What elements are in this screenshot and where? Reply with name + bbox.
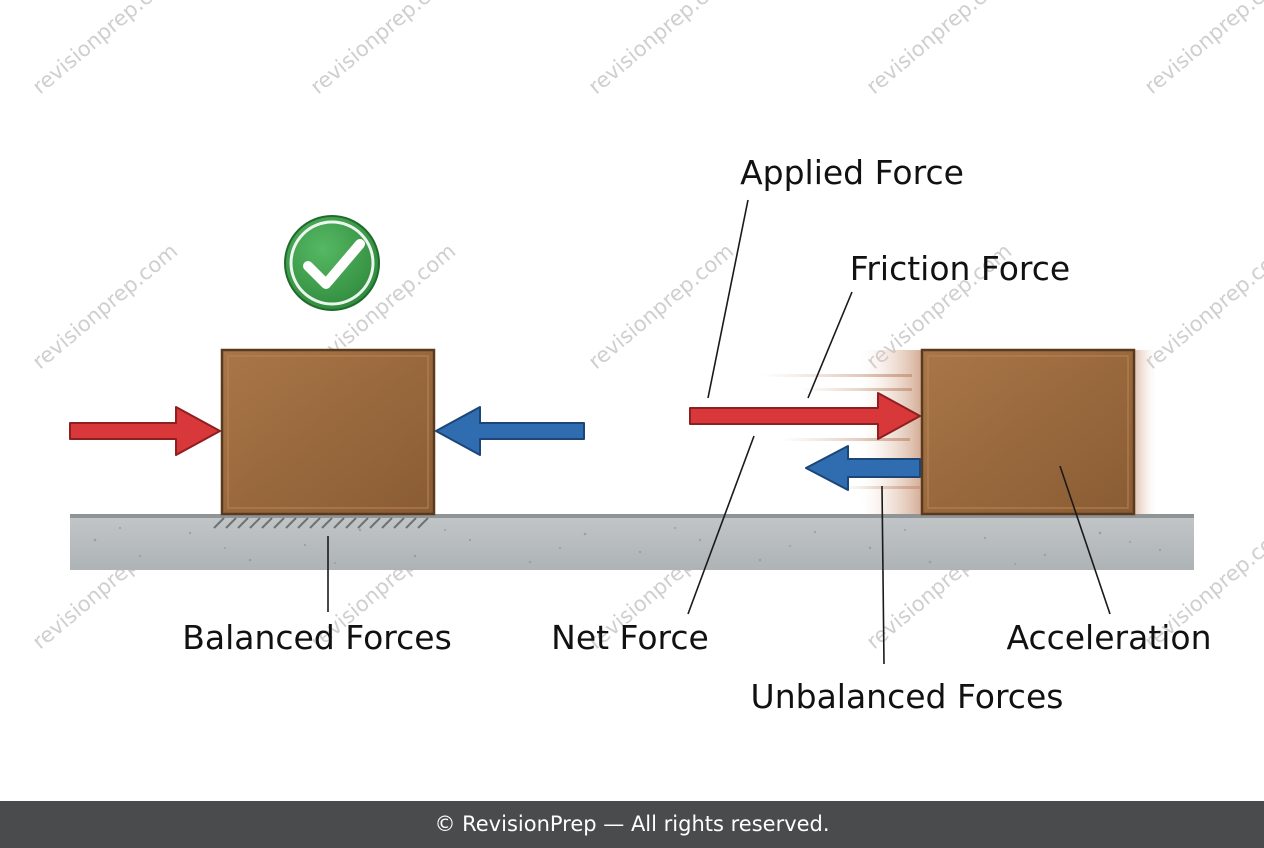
label-friction-force: Friction Force [850, 249, 1070, 288]
leader-lines [327, 199, 1111, 665]
footer-bar: © RevisionPrep — All rights reserved. [0, 801, 1264, 848]
footer-copyright: © RevisionPrep — All rights reserved. [434, 812, 830, 836]
svg-text:revisionprep.com: revisionprep.com [1140, 239, 1264, 374]
motion-blur [762, 350, 1156, 514]
unbalanced-box [920, 348, 1136, 516]
balanced-box [220, 348, 436, 516]
applied-force-arrow [689, 392, 921, 440]
svg-text:revisionprep.com: revisionprep.com [28, 0, 183, 99]
svg-text:revisionprep.com: revisionprep.com [1140, 0, 1264, 99]
svg-text:revisionprep.com: revisionprep.com [306, 0, 461, 99]
ground [70, 514, 1194, 570]
label-unbalanced-forces: Unbalanced Forces [751, 677, 1064, 716]
label-net-force: Net Force [551, 618, 709, 657]
svg-text:revisionprep.com: revisionprep.com [28, 239, 183, 374]
svg-text:revisionprep.com: revisionprep.com [862, 0, 1017, 99]
left-push-arrow-left [435, 406, 585, 456]
label-applied-force: Applied Force [740, 153, 964, 192]
check-circle-icon [284, 215, 380, 311]
label-acceleration: Acceleration [1006, 618, 1211, 657]
left-push-arrow-right [69, 406, 221, 456]
svg-text:revisionprep.com: revisionprep.com [584, 0, 739, 99]
friction-force-arrow [805, 445, 921, 491]
svg-text:revisionprep.com: revisionprep.com [584, 239, 739, 374]
label-balanced-forces: Balanced Forces [182, 618, 452, 657]
